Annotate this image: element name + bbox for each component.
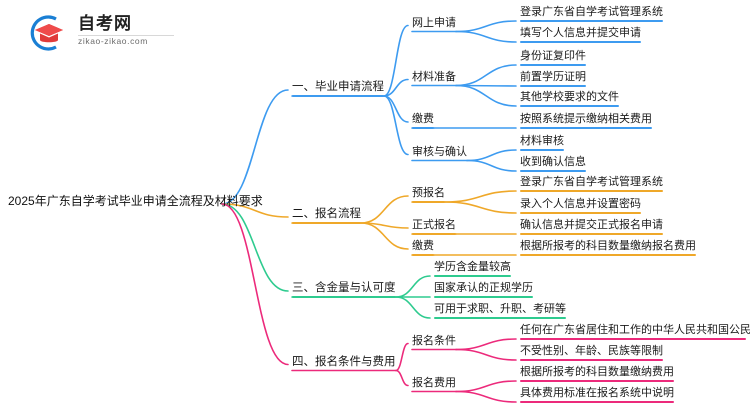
branch-underline [292,222,361,224]
connector [444,190,517,203]
leaf-underline [520,380,674,382]
leaf-underline [520,149,564,151]
leaf-node-label[interactable]: 具体费用标准在报名系统中说明 [520,387,674,399]
sub-node-label[interactable]: 审核与确认 [412,145,467,158]
sub-node-underline [412,254,434,256]
leaf-underline [434,296,533,298]
connector [395,296,431,319]
leaf-node-label[interactable]: 根据所报考的科目数量缴纳报名费用 [520,240,696,252]
leaf-underline [434,275,511,277]
leaf-underline [520,254,696,256]
logo-domain: zikao-zikao.com [78,36,148,46]
logo-title: 自考网 [78,14,132,33]
leaf-underline [434,317,566,319]
sub-node-label[interactable]: 缴费 [412,240,434,252]
sub-node-label[interactable]: 预报名 [412,187,445,199]
branch-label-1[interactable]: 一、毕业申请流程 [292,81,384,93]
sub-node-underline [412,30,456,33]
connector [360,222,409,250]
sub-node-label[interactable]: 材料准备 [412,70,456,83]
sub-node-label[interactable]: 缴费 [412,113,434,125]
leaf-node-label[interactable]: 材料审核 [520,135,564,147]
connector [455,20,517,33]
connector [455,348,517,361]
leaf-node-label[interactable]: 不受性别、年龄、民族等限制 [520,345,663,357]
connector [360,195,409,224]
leaf-node-label[interactable]: 可用于求职、升职、考研等 [434,303,566,315]
connector [383,95,409,123]
connector [395,369,409,387]
connector [395,275,431,298]
sub-node-underline [412,84,456,87]
leaf-underline [520,338,746,340]
connector [221,203,289,218]
site-logo: 自考网 zikao-zikao.com [26,13,176,55]
branch-underline [292,369,396,372]
branch-underline [292,296,396,298]
connector [455,30,517,43]
leaf-underline [520,105,619,107]
connector [221,203,289,366]
connector [395,342,409,372]
leaf-underline [520,212,641,214]
sub-node-underline [412,201,445,203]
leaf-underline [520,401,674,403]
connector [221,203,289,292]
sub-node-underline [412,233,456,235]
leaf-node-label[interactable]: 登录广东省自学考试管理系统 [520,6,663,18]
root-node-label[interactable]: 2025年广东自学考试毕业申请全流程及材料要求 [8,194,263,208]
leaf-node-label[interactable]: 前置学历证明 [520,71,586,83]
leaf-node-label[interactable]: 根据所报考的科目数量缴纳费用 [520,366,674,378]
connector [444,201,517,214]
sub-node-underline [412,127,434,129]
leaf-node-label[interactable]: 任何在广东省居住和工作的中华人民共和国公民 [520,324,750,336]
leaf-node-label[interactable]: 登录广东省自学考试管理系统 [520,176,663,188]
connector [383,95,409,156]
sub-node-label[interactable]: 报名费用 [412,376,456,389]
connector [455,338,517,351]
leaf-node-label[interactable]: 填写个人信息并提交申请 [520,27,641,39]
connector [455,380,517,393]
leaf-underline [520,64,586,66]
branch-underline [292,95,384,97]
connector [466,149,517,162]
connector [221,89,289,205]
leaf-node-label[interactable]: 其他学校要求的文件 [520,91,619,103]
connector [455,64,517,87]
connector [383,78,409,97]
sub-node-underline [412,159,467,162]
sub-node-label[interactable]: 网上申请 [412,16,456,29]
leaf-underline [520,170,586,172]
branch-label-2[interactable]: 二、报名流程 [292,208,361,220]
sub-node-label[interactable]: 正式报名 [412,219,456,231]
sub-node-underline [412,390,456,393]
branch-label-3[interactable]: 三、含金量与认可度 [292,282,396,294]
logo-divider [78,35,174,36]
leaf-node-label[interactable]: 录入个人信息并设置密码 [520,198,641,210]
leaf-underline [520,190,663,192]
leaf-node-label[interactable]: 学历含金量较高 [434,261,511,273]
leaf-underline [520,85,586,87]
leaf-underline [520,41,641,43]
leaf-underline [520,359,663,361]
connector [455,390,517,403]
leaf-underline [520,233,663,235]
connector [383,24,409,97]
graduation-cap-icon [30,15,63,51]
connector [466,159,517,172]
leaf-node-label[interactable]: 身份证复印件 [520,50,586,62]
leaf-node-label[interactable]: 国家承认的正规学历 [434,282,533,294]
branch-label-4[interactable]: 四、报名条件与费用 [292,355,396,368]
connector [455,84,517,107]
leaf-node-label[interactable]: 收到确认信息 [520,156,586,168]
leaf-node-label[interactable]: 按照系统提示缴纳相关费用 [520,113,652,125]
sub-node-underline [412,348,456,351]
leaf-node-label[interactable]: 确认信息并提交正式报名申请 [520,219,663,231]
leaf-underline [520,127,652,129]
leaf-underline [520,20,663,22]
sub-node-label[interactable]: 报名条件 [412,334,456,347]
